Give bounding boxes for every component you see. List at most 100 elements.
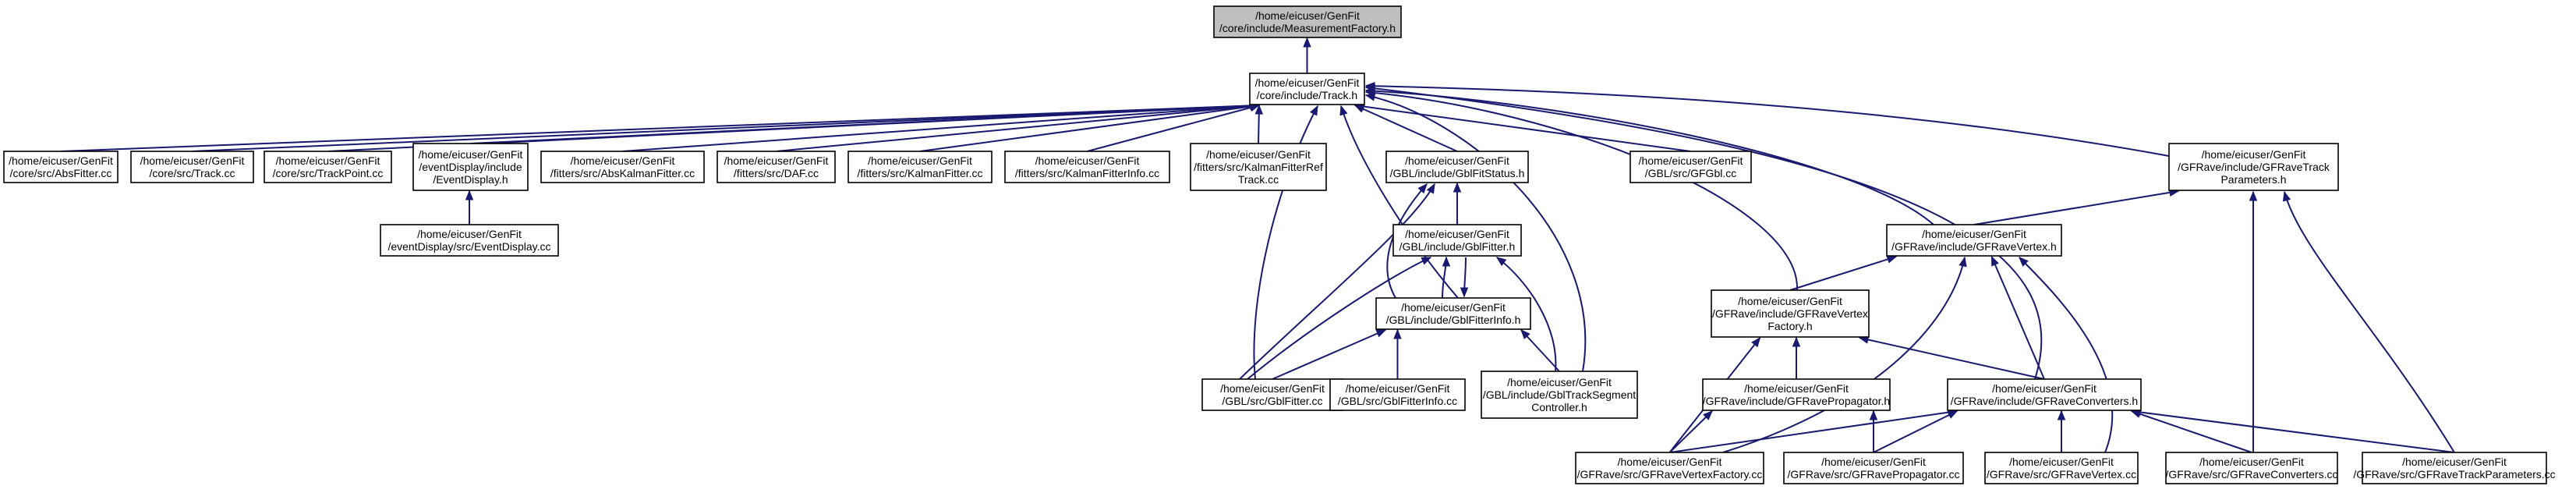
node-box: [1385, 151, 1529, 183]
edge-gfravevertexfactory_cc-to-gfraveconverters_h-line: [1669, 410, 1958, 453]
edge-track_h-to-measurement_factory_h-arrowhead: [1303, 37, 1311, 48]
node-gfravevertexfactory_cc[interactable]: /home/eicuser/GenFit/GFRave/src/GFRaveVe…: [1575, 452, 1764, 484]
edge-gfraveconverters_h-to-gfravevertex_h-line: [1990, 256, 2045, 380]
node-label-line: /home/eicuser/GenFit: [419, 148, 523, 161]
edge-gblfitter_cc-to-gblfitter_h-arrowhead: [1421, 257, 1432, 265]
node-label-line: /home/eicuser/GenFit: [1255, 9, 1360, 22]
edge-gfravevertex_cc-to-gfraveconverters_h-arrowhead: [2057, 410, 2066, 420]
node-gfravetrackparameters_h[interactable]: /home/eicuser/GenFit/GFRave/include/GFRa…: [2168, 143, 2339, 191]
node-daf_cc[interactable]: /home/eicuser/GenFit/fitters/src/DAF.cc: [717, 151, 836, 183]
node-eventdisplay_h[interactable]: /home/eicuser/GenFit/eventDisplay/includ…: [412, 143, 529, 191]
node-absfitter_cc[interactable]: /home/eicuser/GenFit/core/src/AbsFitter.…: [3, 151, 119, 183]
node-gfravepropagator_cc[interactable]: /home/eicuser/GenFit/GFRave/src/GFRavePr…: [1783, 452, 1964, 484]
edge-kalmanfitter_cc-to-track_h-line: [919, 105, 1260, 152]
edge-gfravepropagator_h-to-gfravevertexfactory_h-arrowhead: [1792, 336, 1801, 347]
node-label-line: /core/src/AbsFitter.cc: [10, 167, 112, 179]
node-label-line: /EventDisplay.h: [433, 173, 508, 186]
node-label-line: /GBL/src/GblFitter.cc: [1222, 395, 1322, 407]
node-gblfitter_h[interactable]: /home/eicuser/GenFit/GBL/include/GblFitt…: [1392, 224, 1522, 257]
node-box: [1702, 378, 1891, 411]
edge-gfravevertex_cc-to-gfraveconverters_h: [2057, 410, 2066, 452]
edge-gfravepropagator_h-to-gfravevertexfactory_h: [1792, 336, 1801, 379]
edge-gblfitter_h-to-gblfitterinfo_h: [1460, 257, 1469, 298]
node-label-line: /GBL/src/GFGbl.cc: [1645, 167, 1736, 179]
node-eventdisplay_cc[interactable]: /home/eicuser/GenFit/eventDisplay/src/Ev…: [380, 224, 559, 257]
node-box: [1481, 371, 1638, 419]
node-kalmanfitter_cc[interactable]: /home/eicuser/GenFit/fitters/src/KalmanF…: [847, 151, 993, 183]
node-kalmanfitterinfo_cc[interactable]: /home/eicuser/GenFit/fitters/src/KalmanF…: [1004, 151, 1170, 183]
node-gfraveconverters_cc[interactable]: /home/eicuser/GenFit/GFRave/src/GFRaveCo…: [2165, 452, 2338, 484]
edge-gfravevertexfactory_cc-to-gfravepropagator_h-line: [1668, 410, 1713, 453]
node-box: [540, 151, 705, 183]
node-label-line: /GFRave/src/GFRaveVertex.cc: [1987, 468, 2136, 481]
node-track_cc[interactable]: /home/eicuser/GenFit/core/src/Track.cc: [130, 151, 254, 183]
node-trackpoint_cc[interactable]: /home/eicuser/GenFit/core/src/TrackPoint…: [264, 151, 392, 183]
edge-gblfitterinfo_h-to-gblfitter_h: [1442, 256, 1451, 299]
node-box: [1249, 73, 1365, 105]
edge-gfraveconverters_cc-to-gfraveconverters_h: [2130, 410, 2252, 453]
edge-gblfitterinfo_h-to-gblfitstatus_h-arrowhead: [1417, 183, 1428, 194]
node-gblfitter_cc[interactable]: /home/eicuser/GenFit/GBL/src/GblFitter.c…: [1201, 378, 1343, 411]
edge-daf_cc-to-track_h-line: [776, 105, 1260, 152]
node-box: [412, 143, 529, 191]
node-gblfitstatus_h[interactable]: /home/eicuser/GenFit/GBL/include/GblFitS…: [1385, 151, 1529, 183]
node-gfravevertexfactory_h[interactable]: /home/eicuser/GenFit/GFRave/include/GFRa…: [1711, 289, 1870, 338]
node-box: [1004, 151, 1170, 183]
edge-gblfitterinfo_h-to-track_h: [1339, 105, 1459, 299]
node-gfgbl_cc[interactable]: /home/eicuser/GenFit/GBL/src/GFGbl.cc: [1629, 151, 1752, 183]
node-label-line: /fitters/src/AbsKalmanFitter.cc: [550, 167, 695, 179]
node-label-line: /home/eicuser/GenFit: [140, 154, 245, 167]
node-label-line: /GBL/src/GblFitterInfo.cc: [1338, 395, 1457, 407]
edge-gblfitterinfo_h-to-track_h-arrowhead: [1339, 105, 1348, 116]
node-measurement_factory_h[interactable]: /home/eicuser/GenFit/core/include/Measur…: [1213, 5, 1402, 38]
node-gfravevertex_h[interactable]: /home/eicuser/GenFit/GFRave/include/GFRa…: [1886, 224, 2062, 257]
node-gfravevertex_cc[interactable]: /home/eicuser/GenFit/GFRave/src/GFRaveVe…: [1984, 452, 2139, 484]
node-label-line: /fitters/src/KalmanFitter.cc: [857, 167, 982, 179]
edge-track_h-to-measurement_factory_h: [1303, 37, 1311, 73]
edge-gblfitter_cc-to-gblfitterinfo_h-arrowhead: [1375, 329, 1387, 338]
node-label-line: /home/eicuser/GenFit: [1206, 148, 1311, 161]
node-label-line: /home/eicuser/GenFit: [276, 154, 380, 167]
edge-gbltracksegmentcontroller_h-to-track_h-arrowhead: [1364, 93, 1376, 101]
node-label-line: /GFRave/include/GFRavePropagator.h: [1703, 395, 1890, 407]
edge-gblfitterinfo_h-to-gblfitter_h-arrowhead: [1442, 256, 1451, 267]
node-gfraveconverters_h[interactable]: /home/eicuser/GenFit/GFRave/include/GFRa…: [1947, 378, 2142, 411]
node-abskalmanfitter_cc[interactable]: /home/eicuser/GenFit/fitters/src/AbsKalm…: [540, 151, 705, 183]
node-gfravetrackparameters_cc[interactable]: /home/eicuser/GenFit/GFRave/src/GFRaveTr…: [2353, 452, 2556, 484]
edge-gblfitter_cc-to-gblfitstatus_h-arrowhead: [1426, 183, 1435, 194]
edge-gfravevertex_h-to-gfravetrackparameters_h-line: [1973, 190, 2179, 225]
edge-gfravevertexfactory_h-to-gfravevertex_h-arrowhead: [1886, 255, 1898, 264]
node-track_h[interactable]: /home/eicuser/GenFit/core/include/Track.…: [1249, 73, 1365, 105]
edge-gfravetrackparameters_h-to-track_h-line: [1365, 85, 2170, 157]
node-label-line: /home/eicuser/GenFit: [1220, 382, 1325, 395]
node-label-line: /home/eicuser/GenFit: [9, 154, 113, 167]
node-label-line: /home/eicuser/GenFit: [1618, 456, 1722, 468]
edge-gfravevertexfactory_cc-to-gfravevertex_h: [1722, 256, 1967, 453]
node-label-line: /home/eicuser/GenFit: [724, 154, 829, 167]
node-gfravepropagator_h[interactable]: /home/eicuser/GenFit/GFRave/include/GFRa…: [1702, 378, 1891, 411]
edge-gblfitter_cc-to-gblfitterinfo_h: [1272, 329, 1387, 380]
edge-gfravepropagator_cc-to-gfraveconverters_h-line: [1873, 410, 1958, 453]
edge-abskalmanfitter_cc-to-track_h-line: [622, 105, 1260, 152]
node-label-line: /home/eicuser/GenFit: [1744, 382, 1849, 395]
edge-gblfitter_cc-to-gblfitterinfo_h-line: [1272, 329, 1386, 380]
node-box: [717, 151, 836, 183]
node-box: [1886, 224, 2062, 257]
edge-gfraveconverters_h-to-track_h: [1364, 84, 2043, 380]
node-kalmanfitterreftrack_cc[interactable]: /home/eicuser/GenFit/fitters/src/KalmanF…: [1190, 143, 1327, 191]
node-gbltracksegmentcontroller_h[interactable]: /home/eicuser/GenFit/GBL/include/GblTrac…: [1481, 371, 1638, 419]
edge-gfravepropagator_cc-to-gfraveconverters_h: [1873, 410, 1959, 453]
edge-track_cc-to-track_h-line: [192, 105, 1260, 152]
edge-gfravepropagator_cc-to-gfraveconverters_h-arrowhead: [1947, 410, 1959, 419]
edge-gblfitter_h-to-gblfitstatus_h-arrowhead: [1453, 182, 1462, 193]
node-gblfitterinfo_cc[interactable]: /home/eicuser/GenFit/GBL/src/GblFitterIn…: [1329, 378, 1466, 411]
edge-gblfitter_cc-to-gblfitstatus_h: [1239, 183, 1435, 380]
node-label-line: /home/eicuser/GenFit: [417, 228, 522, 240]
node-gblfitterinfo_h[interactable]: /home/eicuser/GenFit/GBL/include/GblFitt…: [1375, 297, 1531, 330]
edge-gfravetrackparameters_cc-to-gfraveconverters_h: [2130, 408, 2455, 453]
edge-gblfitter_cc-to-gblfitter_h: [1247, 257, 1432, 380]
edge-gbltracksegmentcontroller_h-to-gblfitter_h: [1495, 257, 1557, 372]
edge-eventdisplay_cc-to-eventdisplay_h-arrowhead: [465, 190, 474, 200]
node-label-line: /GBL/include/GblTrackSegment: [1483, 388, 1636, 401]
edge-gfraveconverters_cc-to-gfravetrackparameters_h: [2249, 190, 2258, 452]
